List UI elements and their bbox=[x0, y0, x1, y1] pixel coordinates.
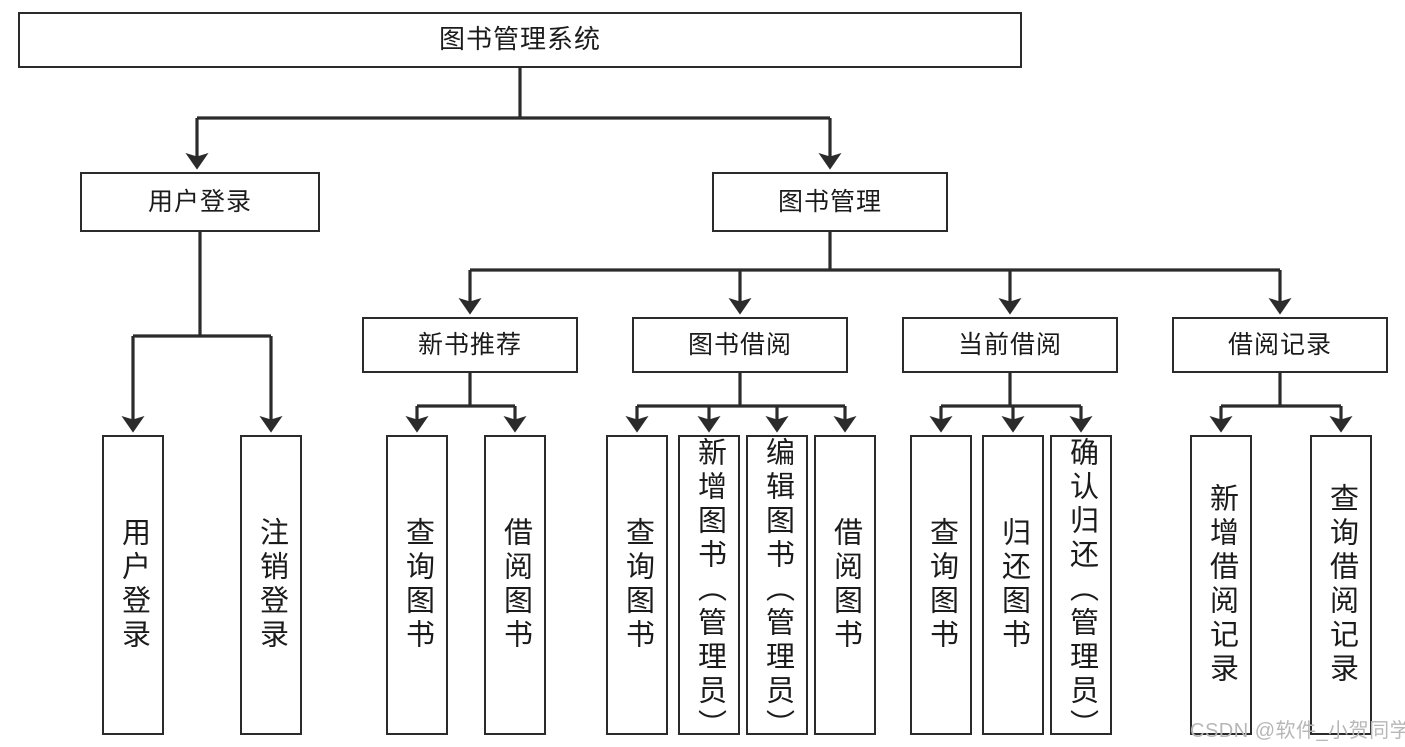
leaf-add-borrow-record[interactable]: 新增借阅记录 bbox=[1190, 435, 1252, 735]
watermark-text: CSDN @软件_小贺同学 bbox=[1190, 720, 1405, 742]
node-label: 新书推荐 bbox=[417, 331, 522, 359]
node-book-management[interactable]: 图书管理 bbox=[712, 172, 948, 232]
leaf-return-book[interactable]: 归还图书 bbox=[982, 435, 1044, 735]
node-label: 编辑图书（管理员） bbox=[761, 437, 794, 735]
leaf-query-book-current[interactable]: 查询图书 bbox=[910, 435, 972, 735]
node-label: 注销登录 bbox=[255, 517, 288, 653]
node-label: 新增借阅记录 bbox=[1205, 483, 1238, 687]
node-label: 查询图书 bbox=[621, 517, 654, 653]
node-label: 图书借阅 bbox=[687, 331, 792, 359]
node-label: 确认归还（管理员） bbox=[1065, 437, 1098, 735]
leaf-user-login[interactable]: 用户登录 bbox=[102, 435, 164, 735]
leaf-query-borrow-record[interactable]: 查询借阅记录 bbox=[1310, 435, 1372, 735]
node-label: 新增图书（管理员） bbox=[693, 437, 726, 735]
node-label: 图书管理系统 bbox=[438, 24, 601, 55]
node-label: 用户登录 bbox=[117, 517, 150, 653]
leaf-query-book-recommend[interactable]: 查询图书 bbox=[386, 435, 448, 735]
node-user-login[interactable]: 用户登录 bbox=[80, 172, 320, 232]
node-label: 查询图书 bbox=[925, 517, 958, 653]
node-label: 图书管理 bbox=[777, 188, 882, 216]
node-label: 借阅图书 bbox=[499, 517, 532, 653]
leaf-confirm-return-admin[interactable]: 确认归还（管理员） bbox=[1050, 435, 1112, 735]
leaf-logout[interactable]: 注销登录 bbox=[240, 435, 302, 735]
node-label: 查询借阅记录 bbox=[1325, 483, 1358, 687]
node-label: 归还图书 bbox=[997, 517, 1030, 653]
leaf-borrow-book-recommend[interactable]: 借阅图书 bbox=[484, 435, 546, 735]
leaf-add-book-admin[interactable]: 新增图书（管理员） bbox=[678, 435, 740, 735]
node-label: 用户登录 bbox=[147, 188, 252, 216]
node-book-borrow[interactable]: 图书借阅 bbox=[632, 317, 848, 373]
node-label: 借阅记录 bbox=[1227, 331, 1332, 359]
node-root-system[interactable]: 图书管理系统 bbox=[18, 12, 1022, 68]
node-current-borrow[interactable]: 当前借阅 bbox=[902, 317, 1118, 373]
node-label: 借阅图书 bbox=[829, 517, 862, 653]
leaf-edit-book-admin[interactable]: 编辑图书（管理员） bbox=[746, 435, 808, 735]
node-label: 查询图书 bbox=[401, 517, 434, 653]
node-label: 当前借阅 bbox=[957, 331, 1062, 359]
leaf-borrow-book[interactable]: 借阅图书 bbox=[814, 435, 876, 735]
leaf-query-book-borrow[interactable]: 查询图书 bbox=[606, 435, 668, 735]
node-borrow-record[interactable]: 借阅记录 bbox=[1172, 317, 1388, 373]
node-new-book-recommend[interactable]: 新书推荐 bbox=[362, 317, 578, 373]
